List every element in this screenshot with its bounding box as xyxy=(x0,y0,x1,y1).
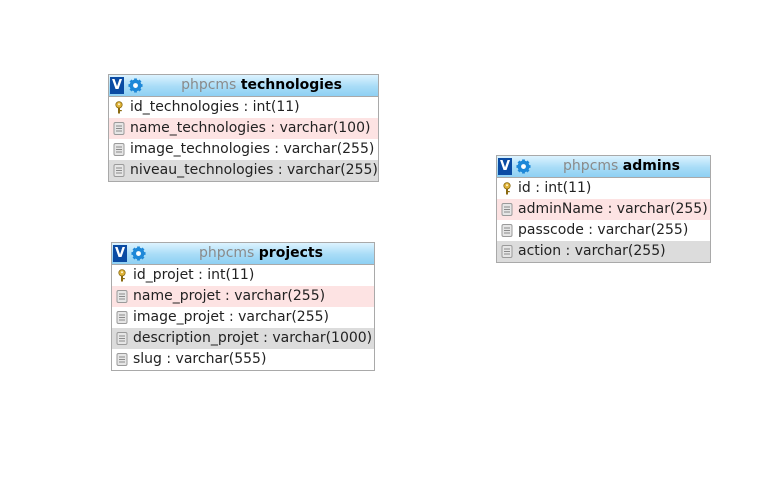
database-name: phpcms xyxy=(563,158,619,174)
column-row[interactable]: name_technologies : varchar(100) xyxy=(109,118,378,139)
column-label: image_projet : varchar(255) xyxy=(133,309,329,325)
gear-icon[interactable] xyxy=(131,246,146,261)
column-row[interactable]: passcode : varchar(255) xyxy=(497,220,710,241)
column-label: name_projet : varchar(255) xyxy=(133,288,326,304)
table-header: V phpcms technologies xyxy=(109,75,378,97)
column-row[interactable]: id_technologies : int(11) xyxy=(109,97,378,118)
column-label: niveau_technologies : varchar(255) xyxy=(130,162,378,178)
table-name: admins xyxy=(622,158,680,174)
gear-icon[interactable] xyxy=(128,78,143,93)
column-icon xyxy=(113,143,125,156)
column-label: passcode : varchar(255) xyxy=(518,222,689,238)
table-admins[interactable]: V phpcms admins id : int(11) adminName :… xyxy=(496,155,711,263)
toggle-view-button[interactable]: V xyxy=(110,77,124,94)
column-row[interactable]: description_projet : varchar(1000) xyxy=(112,328,374,349)
column-icon xyxy=(116,290,128,303)
database-name: phpcms xyxy=(199,245,255,261)
column-label: name_technologies : varchar(100) xyxy=(130,120,371,136)
table-projects[interactable]: V phpcms projects id_projet : int(11) na… xyxy=(111,242,375,371)
key-icon xyxy=(118,269,126,282)
column-label: id : int(11) xyxy=(518,180,592,196)
table-title: phpcms admins xyxy=(533,156,710,177)
key-icon xyxy=(115,101,123,114)
column-label: id_projet : int(11) xyxy=(133,267,255,283)
column-label: action : varchar(255) xyxy=(518,243,666,259)
column-label: adminName : varchar(255) xyxy=(518,201,708,217)
toggle-view-button[interactable]: V xyxy=(113,245,127,262)
column-row[interactable]: id_projet : int(11) xyxy=(112,265,374,286)
table-title: phpcms projects xyxy=(148,243,374,264)
column-label: image_technologies : varchar(255) xyxy=(130,141,375,157)
column-label: description_projet : varchar(1000) xyxy=(133,330,373,346)
column-row[interactable]: id : int(11) xyxy=(497,178,710,199)
table-header: V phpcms projects xyxy=(112,243,374,265)
database-name: phpcms xyxy=(181,77,237,93)
column-row[interactable]: niveau_technologies : varchar(255) xyxy=(109,160,378,181)
column-row[interactable]: adminName : varchar(255) xyxy=(497,199,710,220)
column-row[interactable]: image_projet : varchar(255) xyxy=(112,307,374,328)
gear-icon[interactable] xyxy=(516,159,531,174)
column-icon xyxy=(116,311,128,324)
table-title: phpcms technologies xyxy=(145,75,378,96)
column-icon xyxy=(116,332,128,345)
key-icon xyxy=(503,182,511,195)
column-row[interactable]: name_projet : varchar(255) xyxy=(112,286,374,307)
column-icon xyxy=(113,122,125,135)
column-label: slug : varchar(555) xyxy=(133,351,267,367)
column-icon xyxy=(501,203,513,216)
table-name: technologies xyxy=(240,77,342,93)
column-row[interactable]: action : varchar(255) xyxy=(497,241,710,262)
toggle-view-button[interactable]: V xyxy=(498,158,512,175)
column-icon xyxy=(113,164,125,177)
column-row[interactable]: slug : varchar(555) xyxy=(112,349,374,370)
column-icon xyxy=(501,245,513,258)
table-header: V phpcms admins xyxy=(497,156,710,178)
table-name: projects xyxy=(258,245,323,261)
column-icon xyxy=(501,224,513,237)
column-label: id_technologies : int(11) xyxy=(130,99,300,115)
column-icon xyxy=(116,353,128,366)
column-row[interactable]: image_technologies : varchar(255) xyxy=(109,139,378,160)
table-technologies[interactable]: V phpcms technologies id_technologies : … xyxy=(108,74,379,182)
